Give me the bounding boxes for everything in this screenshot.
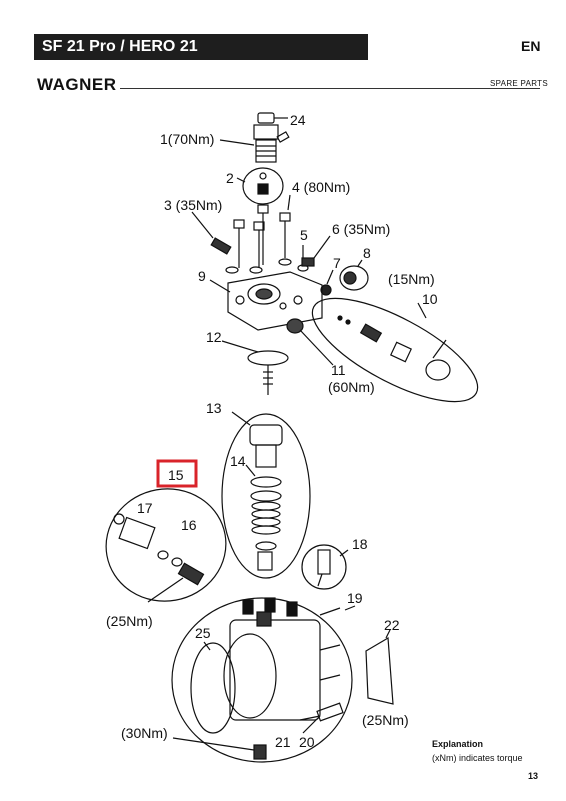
label-60nm: (60Nm) [328, 379, 375, 395]
label-5: 5 [300, 227, 308, 243]
label-6: 6 (35Nm) [332, 221, 390, 237]
part-24-cap [257, 112, 288, 124]
part-12-diaphragm [221, 340, 289, 395]
part-5-washers [225, 245, 309, 274]
label-25nm-b: (25Nm) [362, 712, 409, 728]
part-22-filter-sheet [365, 629, 394, 705]
part-18-valve-insert [301, 544, 349, 590]
section-title: SPARE PARTS [490, 79, 548, 88]
label-14: 14 [230, 453, 246, 469]
part-9-filter-housing [209, 271, 323, 331]
label-13: 13 [206, 400, 222, 416]
label-20: 20 [299, 734, 315, 750]
part-21-plug [172, 737, 267, 760]
part-11-plug [286, 318, 334, 366]
part-1-inlet-valve [219, 124, 290, 163]
brand-logo: WAGNER [37, 75, 117, 94]
label-24: 24 [290, 112, 306, 128]
label-15: 15 [168, 467, 184, 483]
part-20-screw [302, 702, 344, 734]
header-rule [120, 88, 540, 89]
label-7: 7 [333, 255, 341, 271]
part-4-bolts [233, 194, 291, 268]
part-6-fitting [301, 235, 331, 267]
label-19: 19 [347, 590, 363, 606]
part-13-packing-set [221, 411, 311, 579]
label-8: 8 [363, 245, 371, 261]
part-8-knob [339, 259, 369, 291]
document-title: SF 21 Pro / HERO 21 [34, 34, 368, 60]
label-21: 21 [275, 734, 291, 750]
label-30nm: (30Nm) [121, 725, 168, 741]
part-19-pump-housing [171, 597, 356, 763]
label-10: 10 [422, 291, 438, 307]
part-2-ball-disc [236, 167, 284, 205]
explanation-text: (xNm) indicates torque [432, 753, 523, 763]
part-3-fitting [191, 211, 232, 255]
label-11: 11 [331, 362, 346, 378]
part-25-o-ring [190, 641, 236, 734]
label-25: 25 [195, 625, 211, 641]
highlight-box [156, 459, 198, 488]
part-15-outlet-valve [105, 488, 227, 603]
label-15nm: (15Nm) [388, 271, 435, 287]
label-22: 22 [384, 617, 400, 633]
part-10-pressure-valve [311, 297, 479, 403]
label-18: 18 [352, 536, 368, 552]
label-3: 3 (35Nm) [164, 197, 222, 213]
label-4: 4 (80Nm) [292, 179, 350, 195]
page-number: 13 [528, 771, 539, 781]
label-9: 9 [198, 268, 206, 284]
label-2: 2 [226, 170, 234, 186]
label-16: 16 [181, 517, 197, 533]
label-12: 12 [206, 329, 222, 345]
explanation-title: Explanation [432, 739, 484, 749]
label-17: 17 [137, 500, 153, 516]
label-1: 1(70Nm) [160, 131, 214, 147]
part-7-plug [320, 269, 334, 296]
language-code: EN [521, 38, 541, 54]
label-25nm-a: (25Nm) [106, 613, 153, 629]
